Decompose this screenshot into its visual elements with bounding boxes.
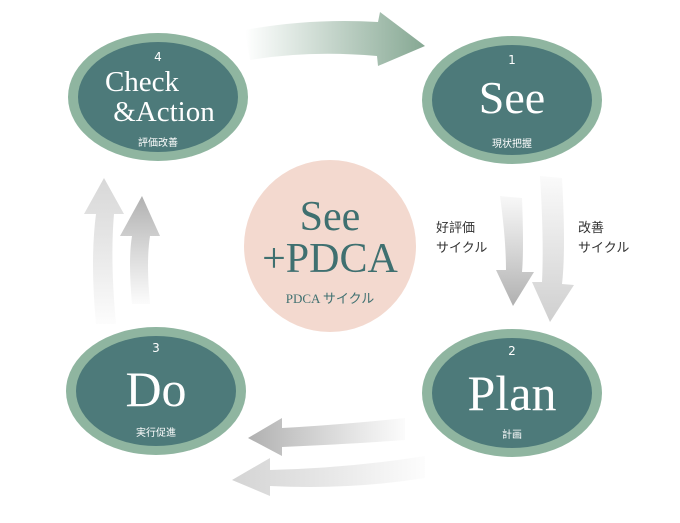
node-check-number: 4 <box>154 50 162 64</box>
node-plan-title: Plan <box>467 365 557 421</box>
label-good-review-line1: 好評価 <box>436 221 476 236</box>
node-check-title-line1: Check <box>104 66 180 98</box>
node-plan: 2 Plan 計画 <box>432 338 592 450</box>
node-do-number: 3 <box>152 341 160 355</box>
center-title-line1: See <box>299 194 361 240</box>
node-see: 1 See 現状把握 <box>432 45 592 157</box>
node-plan-subtitle: 計画 <box>502 430 522 441</box>
node-see-subtitle: 現状把握 <box>492 139 532 150</box>
node-do-shape <box>66 327 246 455</box>
label-good-review-cycle: 好評価 サイクル <box>436 219 487 259</box>
node-check-subtitle: 評価改善 <box>138 138 178 149</box>
arrow-plan-to-do-inner <box>248 418 405 456</box>
node-plan-shape <box>422 329 602 457</box>
center-title-line2: +PDCA <box>262 236 398 282</box>
label-good-review-line2: サイクル <box>436 241 488 256</box>
label-improve-cycle: 改善 サイクル <box>578 219 629 259</box>
center-label: See +PDCA PDCA サイクル <box>244 188 416 308</box>
arrow-do-to-check-inner <box>120 196 160 304</box>
node-plan-number: 2 <box>508 344 516 358</box>
node-check-shape <box>68 33 248 161</box>
arrow-check-to-see <box>245 12 425 66</box>
node-see-shape <box>422 36 602 164</box>
node-check-title-line2: &Action <box>113 96 215 128</box>
node-see-title: See <box>478 72 546 123</box>
label-improve-line2: サイクル <box>578 241 630 256</box>
arrow-see-to-plan-good <box>496 196 534 306</box>
arrow-plan-to-do-outer <box>232 456 425 496</box>
node-do-subtitle: 実行促進 <box>136 428 176 439</box>
node-do: 3 Do 実行促進 <box>76 336 236 448</box>
node-see-number: 1 <box>508 53 516 67</box>
node-do-title: Do <box>125 361 187 417</box>
center-caption: PDCA サイクル <box>285 291 375 306</box>
arrow-do-to-check-outer <box>84 178 124 324</box>
arrow-see-to-plan-improve <box>532 176 574 322</box>
label-improve-line1: 改善 <box>578 221 605 236</box>
center-circle <box>244 160 416 332</box>
node-check: 4 Check &Action 評価改善 <box>78 42 238 154</box>
